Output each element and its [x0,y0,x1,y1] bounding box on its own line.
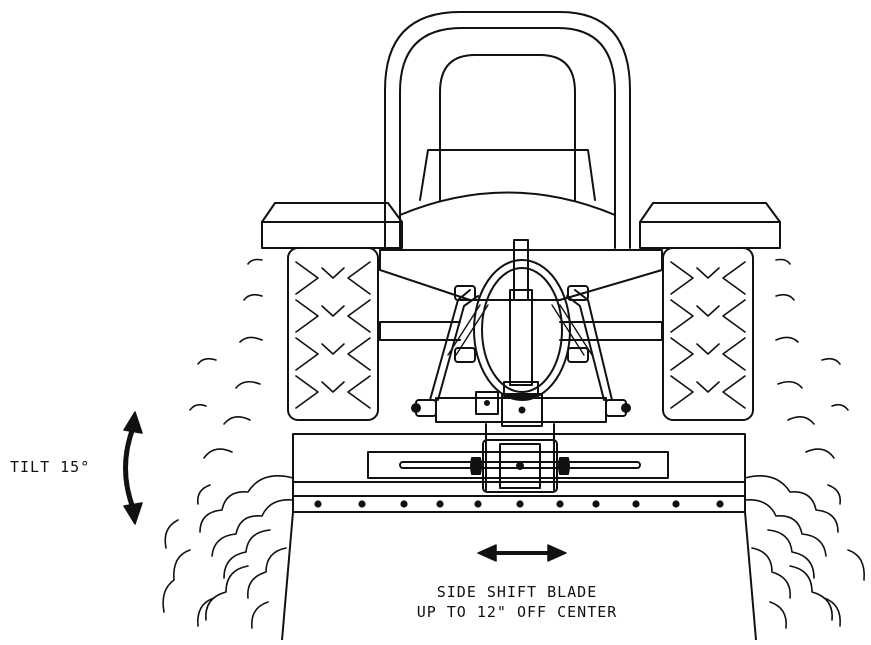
right-tire [663,248,753,420]
left-fender [262,203,402,248]
seat [400,55,615,215]
soil-left [163,260,293,629]
rear-axle [380,250,662,340]
horizontal-double-arrow-icon [478,545,566,561]
curved-double-arrow-icon [124,412,142,524]
left-tire [288,248,378,420]
side-shift-line2: UP TO 12" OFF CENTER [416,603,618,621]
blade [293,424,745,512]
side-shift-line1: SIDE SHIFT BLADE [436,583,598,601]
three-point-hitch [412,240,630,426]
roll-bar [385,12,630,248]
tilt-label: TILT 15° [10,458,91,476]
side-shift-caption: SIDE SHIFT BLADE UP TO 12" OFF CENTER [372,582,662,622]
right-fender [640,203,780,248]
ground-swath [282,512,756,640]
blade-bolts [315,501,722,506]
soil-right [745,260,864,629]
differential-housing [474,260,570,400]
